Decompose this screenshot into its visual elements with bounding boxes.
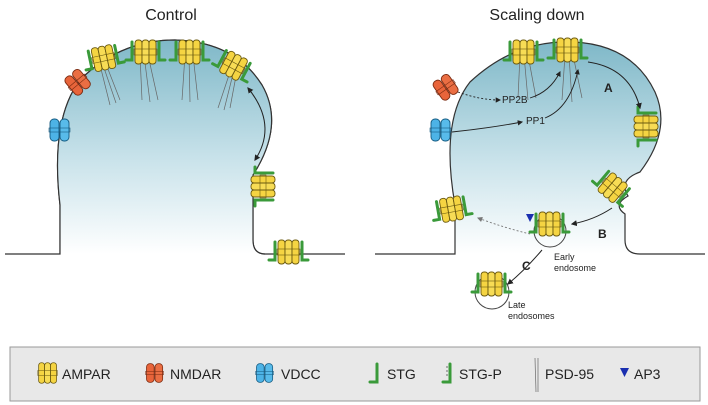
scaling-vdcc [429, 118, 452, 142]
legend-label-nmdar: NMDAR [170, 366, 221, 382]
control-ampar-dendrite [267, 239, 310, 265]
control-psd95-filaments [99, 54, 237, 111]
legend-label-ampar: AMPAR [62, 366, 111, 382]
control-ampar-lateral [250, 165, 276, 208]
scaling-title: Scaling down [489, 7, 584, 24]
legend-label-psd95: PSD-95 [545, 366, 594, 382]
ap3-icon [620, 368, 629, 377]
ampar-icon [37, 362, 58, 384]
pp1-to-ampar-arrow [544, 68, 580, 119]
legend-item-stg: STG [368, 362, 416, 384]
late-endosome-ampar [470, 271, 513, 297]
early-endosome-ampar [528, 211, 571, 237]
step-c-arrow [507, 249, 543, 285]
pp2b-to-ampar-arrow [529, 71, 561, 99]
scaling-spine-head [450, 41, 661, 255]
early-endosome-label-2: endosome [554, 263, 596, 273]
legend-item-psd95: PSD-95 [534, 357, 594, 393]
legend-label-stg-p: STG-P [459, 366, 502, 382]
recycling-arrow [476, 216, 531, 235]
legend-item-stg-p: STG-P [441, 362, 502, 384]
legend-label-vdcc: VDCC [281, 366, 321, 382]
pp1-label: PP1 [526, 116, 545, 127]
step-a-label: A [604, 81, 613, 95]
step-b-label: B [598, 227, 607, 241]
early-endosome-label-1: Early [554, 252, 575, 262]
vdcc-to-pp1-arrow [451, 120, 524, 133]
legend-item-ampar: AMPAR [37, 362, 111, 384]
legend-label-ap3: AP3 [634, 366, 661, 382]
control-spine-head [57, 40, 272, 254]
stg-icon [368, 362, 379, 384]
stg-p-icon [441, 362, 452, 384]
scaling-nmdar [430, 71, 461, 103]
scaling-ampar-2 [546, 37, 589, 63]
scaling-ampar-lateral-upper [633, 105, 659, 148]
control-ampar-3 [168, 39, 211, 65]
legend-box [9, 346, 701, 402]
control-ampar-2 [124, 39, 167, 65]
step-c-label: C [522, 259, 531, 273]
late-endosome-label-2: endosomes [508, 311, 555, 321]
step-b-arrow [570, 207, 613, 227]
legend-item-ap3: AP3 [620, 366, 661, 382]
step-a-arrow [587, 61, 642, 110]
control-title: Control [145, 7, 197, 24]
psd95-icon [534, 357, 539, 393]
scaling-dendrite-membrane [375, 41, 705, 255]
control-diffusion-arrow [247, 87, 266, 162]
legend-label-stg: STG [387, 366, 416, 382]
legend-item-nmdar: NMDAR [145, 363, 221, 383]
ap3-marker [526, 214, 534, 222]
late-endosome-label-1: Late [508, 300, 526, 310]
legend-item-vdcc: VDCC [255, 363, 321, 383]
scaling-ampar-1 [502, 39, 545, 65]
pp2b-label: PP2B [502, 95, 528, 106]
